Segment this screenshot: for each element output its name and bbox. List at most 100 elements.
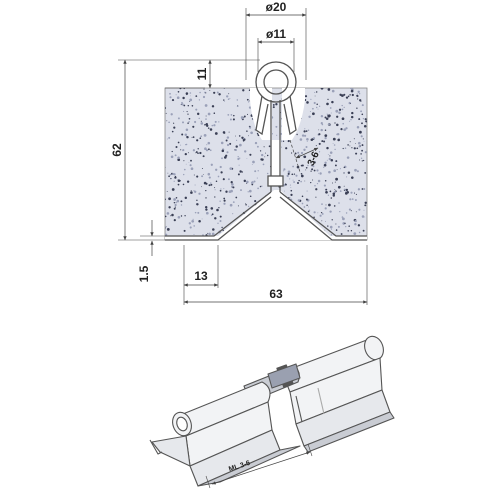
stone-speckle — [336, 123, 339, 127]
stone-speckle — [171, 99, 175, 102]
stone-speckle — [315, 145, 317, 147]
stone-speckle — [299, 138, 303, 141]
stone-speckle — [349, 198, 352, 201]
stone-speckle — [215, 168, 218, 171]
stone-speckle — [168, 197, 171, 201]
stone-speckle — [334, 189, 336, 190]
stone-speckle — [337, 138, 341, 142]
stone-speckle — [203, 134, 207, 137]
stone-speckle — [180, 200, 183, 203]
stone-speckle — [307, 164, 309, 167]
stone-speckle — [246, 157, 248, 159]
stone-speckle — [333, 190, 336, 194]
stone-speckle — [226, 151, 229, 154]
stone-speckle — [226, 136, 230, 139]
stone-speckle — [221, 157, 223, 160]
stone-speckle — [205, 197, 207, 199]
stone-speckle — [357, 188, 361, 191]
stone-speckle — [187, 152, 189, 154]
stone-speckle — [174, 175, 177, 178]
stone-speckle — [335, 223, 337, 225]
stone-speckle — [256, 177, 258, 179]
stone-speckle — [317, 179, 321, 183]
stone-speckle — [362, 159, 365, 162]
stone-speckle — [203, 88, 205, 90]
stone-speckle — [195, 152, 197, 154]
stone-speckle — [319, 172, 322, 175]
stone-speckle — [189, 226, 192, 229]
stone-speckle — [353, 192, 356, 194]
stone-speckle — [359, 159, 361, 161]
stone-speckle — [253, 180, 256, 183]
stone-speckle — [201, 168, 203, 169]
stone-speckle — [237, 173, 240, 176]
stone-speckle — [296, 165, 300, 169]
stone-speckle — [168, 136, 171, 139]
stone-speckle — [310, 138, 314, 141]
stone-speckle — [364, 201, 367, 204]
stone-speckle — [275, 103, 278, 106]
stone-speckle — [219, 215, 222, 218]
stone-speckle — [329, 210, 332, 213]
stone-speckle — [180, 144, 182, 146]
stone-speckle — [323, 166, 325, 168]
stone-speckle — [207, 127, 210, 129]
stone-speckle — [166, 120, 168, 122]
stone-speckle — [189, 92, 192, 94]
stone-speckle — [328, 170, 331, 174]
stone-speckle — [318, 133, 321, 136]
stone-speckle — [201, 218, 203, 220]
stone-speckle — [324, 161, 327, 164]
stone-speckle — [198, 117, 200, 120]
stone-speckle — [218, 207, 220, 209]
stone-speckle — [336, 115, 339, 118]
stone-speckle — [303, 155, 306, 158]
stone-speckle — [292, 179, 294, 181]
stone-speckle — [306, 190, 308, 192]
stone-speckle — [208, 176, 211, 179]
stone-speckle — [343, 128, 346, 131]
stone-speckle — [227, 178, 230, 181]
stone-speckle — [245, 204, 247, 206]
stone-speckle — [177, 158, 181, 162]
stone-speckle — [239, 170, 242, 173]
stone-speckle — [300, 174, 304, 178]
stone-speckle — [221, 149, 225, 153]
stone-speckle — [333, 205, 336, 207]
stone-speckle — [320, 122, 323, 125]
stone-speckle — [285, 147, 288, 150]
stone-speckle — [183, 168, 186, 171]
label-wing-width: 13 — [194, 269, 208, 283]
stone-speckle — [166, 228, 170, 231]
label-thickness: 1.5 — [137, 265, 151, 282]
stone-speckle — [359, 130, 362, 134]
stone-speckle — [336, 133, 338, 136]
stone-speckle — [266, 154, 269, 157]
stone-speckle — [251, 164, 253, 166]
stone-speckle — [246, 113, 249, 115]
stone-speckle — [324, 136, 327, 140]
stone-speckle — [321, 220, 323, 222]
stone-speckle — [329, 225, 333, 229]
stone-speckle — [257, 187, 259, 190]
stone-speckle — [347, 230, 349, 232]
stone-speckle — [237, 157, 240, 161]
stone-speckle — [313, 211, 316, 214]
stone-speckle — [223, 88, 225, 89]
stone-speckle — [246, 130, 248, 132]
stone-speckle — [181, 121, 185, 124]
stone-speckle — [284, 183, 287, 186]
stone-speckle — [287, 172, 290, 175]
stone-speckle — [261, 185, 263, 187]
stone-speckle — [194, 120, 197, 124]
stone-speckle — [184, 215, 186, 217]
stone-speckle — [186, 180, 190, 183]
stone-speckle — [276, 134, 278, 136]
stone-speckle — [226, 95, 229, 98]
stone-speckle — [316, 91, 318, 93]
stone-speckle — [320, 88, 324, 90]
stone-speckle — [357, 224, 361, 227]
stone-speckle — [329, 155, 331, 157]
stone-speckle — [251, 183, 254, 186]
stone-speckle — [239, 157, 241, 159]
